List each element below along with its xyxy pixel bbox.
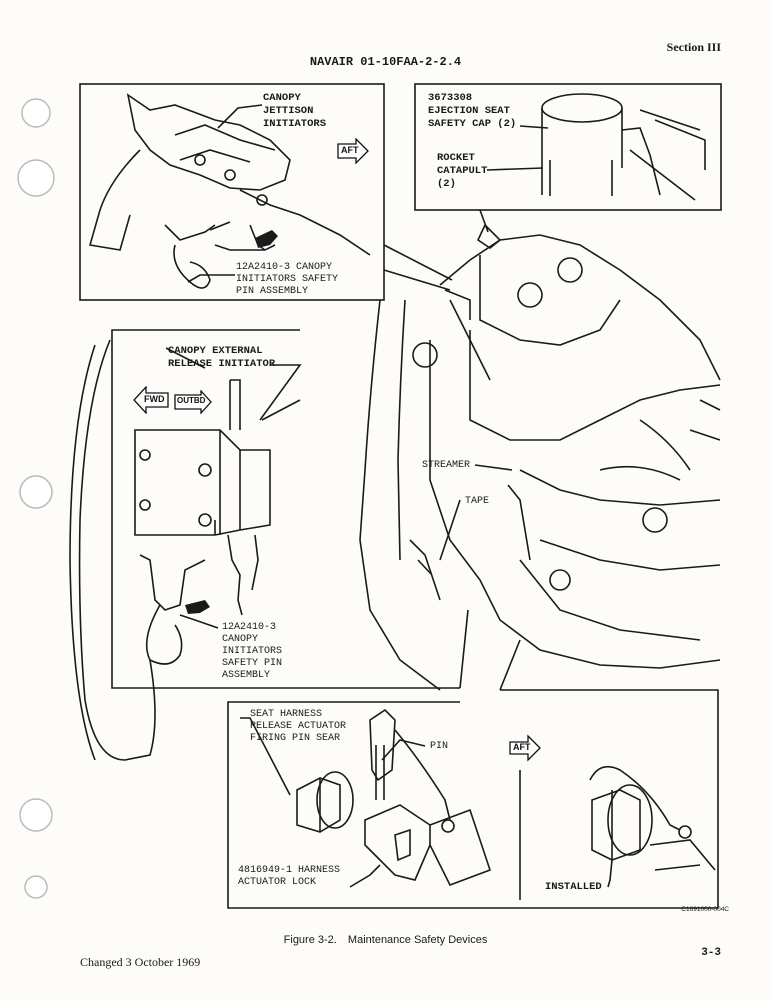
- detail-box-ejection-cap: [414, 83, 722, 211]
- callout-canopy-pin-top: 12A2410-3 CANOPY INITIATORS SAFETY PIN A…: [236, 262, 339, 297]
- detail-box-canopy-external: [111, 329, 460, 689]
- callout-seat-harness: SEAT HARNESS RELEASE ACTUATOR FIRING PIN…: [250, 709, 347, 744]
- figure-number: Figure 3-2.: [283, 934, 337, 946]
- callout-harness-lock: 4816949-1 HARNESS ACTUATOR LOCK: [238, 865, 341, 888]
- figure-code: C1691000-004C: [681, 906, 729, 913]
- callout-canopy-pin-left: 12A2410-3 CANOPY INITIATORS SAFETY PIN A…: [222, 622, 283, 681]
- detail-box-canopy-jettison: [79, 83, 385, 301]
- callout-tape: TAPE: [465, 496, 490, 507]
- figure-title: Maintenance Safety Devices: [347, 934, 488, 946]
- changed-date: Changed 3 October 1969: [80, 955, 201, 969]
- outbd-arrow-icon: OUTBD: [173, 389, 213, 419]
- callout-streamer: STREAMER: [422, 460, 471, 471]
- aft-arrow-icon-bottom: AFT: [508, 734, 542, 767]
- fwd-arrow-icon: FWD: [132, 385, 170, 419]
- section-label: Section III: [666, 40, 721, 54]
- callout-pin: PIN: [430, 741, 449, 752]
- callout-canopy-external: CANOPY EXTERNAL RELEASE INITIATOR: [168, 345, 276, 370]
- binder-holes: [17, 98, 55, 899]
- callout-ejection-cap: 3673308 EJECTION SEAT SAFETY CAP (2): [428, 92, 517, 130]
- figure-caption: Figure 3-2. Maintenance Safety Devices: [0, 934, 771, 946]
- aft-arrow-icon: AFT: [336, 137, 370, 169]
- callout-canopy-jettison: CANOPY JETTISON INITIATORS: [263, 92, 327, 130]
- callout-installed: INSTALLED: [545, 881, 602, 893]
- document-number: NAVAIR 01-10FAA-2-2.4: [309, 55, 462, 69]
- callout-rocket-catapult: ROCKET CATAPULT (2): [437, 152, 488, 190]
- detail-box-seat-harness: [227, 689, 719, 909]
- page-number: 3-3: [701, 947, 721, 959]
